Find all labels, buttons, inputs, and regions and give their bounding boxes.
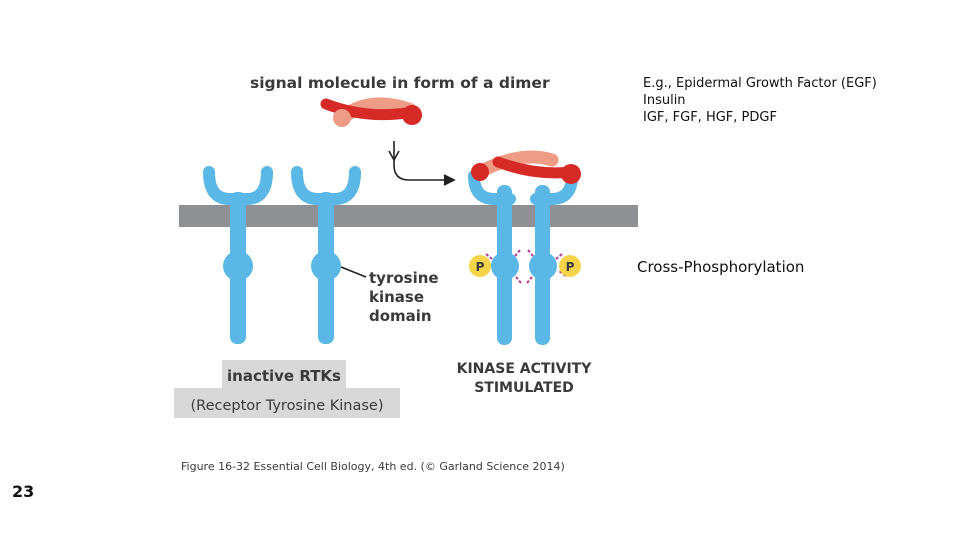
receptor-label-box (174, 388, 400, 418)
inactive-receptor-2 (291, 166, 361, 344)
ligand-example-egf: E.g., Epidermal Growth Factor (EGF) (643, 76, 877, 91)
signal-molecule-label: signal molecule in form of a dimer (250, 74, 550, 92)
kinase-domain-label-3: domain (369, 307, 432, 325)
kinase-domain-label-1: tyrosine (369, 269, 439, 287)
phosphate-left: P (469, 255, 491, 277)
signal-dimer-free (320, 97, 422, 127)
cell-membrane (179, 205, 638, 227)
inactive-rtks-label: inactive RTKs (227, 367, 341, 385)
phosphate-right: P (559, 255, 581, 277)
ligand-example-insulin: Insulin (643, 93, 686, 108)
inactive-receptor-1 (203, 166, 273, 344)
domain-pointer (340, 266, 367, 278)
slide-number: 23 (12, 482, 35, 501)
kinase-activity-label-2: STIMULATED (474, 380, 574, 396)
phosphate-label-left: P (476, 260, 485, 274)
binding-arrow (388, 141, 456, 186)
signal-dimer-bound (471, 150, 581, 184)
kinase-activity-label-1: KINASE ACTIVITY (457, 361, 593, 377)
phosphate-label-right: P (566, 260, 575, 274)
ligand-example-others: IGF, FGF, HGF, PDGF (643, 110, 777, 125)
figure-caption: Figure 16-32 Essential Cell Biology, 4th… (181, 460, 565, 473)
active-receptor-left (468, 170, 519, 345)
inactive-label-box (222, 360, 346, 388)
receptor-tyrosine-kinase-label: (Receptor Tyrosine Kinase) (191, 398, 384, 414)
cross-phosphorylation-label: Cross-Phosphorylation (637, 258, 805, 276)
ligand-examples: E.g., Epidermal Growth Factor (EGF) Insu… (643, 75, 877, 126)
kinase-domain-label-2: kinase (369, 288, 424, 306)
